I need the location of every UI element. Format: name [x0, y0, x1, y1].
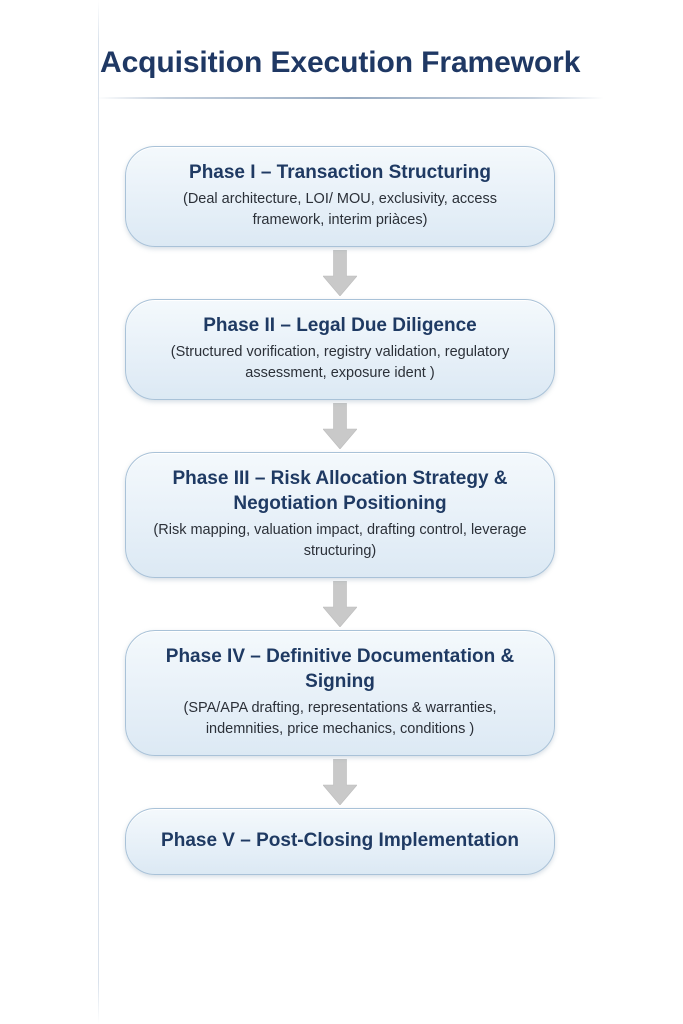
arrow-down-icon [323, 250, 357, 296]
margin-guide-line [98, 0, 99, 1024]
flow-node-phase-4[interactable]: Phase IV – Definitive Documentation & Si… [125, 630, 555, 756]
title-block: Acquisition Execution Framework [100, 44, 600, 82]
flow-node-title: Phase II – Legal Due Diligence [203, 315, 477, 336]
flow-connector-2 [125, 400, 555, 452]
title-divider-rule [96, 97, 604, 99]
flow-connector-1 [125, 247, 555, 299]
flow-node-phase-1[interactable]: Phase I – Transaction Structuring (Deal … [125, 146, 555, 247]
flow-node-subtitle: (Deal architecture, LOI/ MOU, exclusivit… [183, 191, 497, 228]
flow-node-phase-3[interactable]: Phase III – Risk Allocation Strategy & N… [125, 452, 555, 578]
arrow-down-icon [323, 581, 357, 627]
flow-node-title: Phase III – Risk Allocation Strategy & N… [172, 468, 508, 514]
flow-node-title: Phase I – Transaction Structuring [189, 162, 491, 183]
flow-connector-3 [125, 578, 555, 630]
process-flow-diagram: Phase I – Transaction Structuring (Deal … [125, 146, 555, 875]
flow-node-subtitle: (Risk mapping, valuation impact, draftin… [153, 522, 527, 559]
arrow-down-icon [323, 403, 357, 449]
flow-node-title: Phase V – Post-Closing Implementation [161, 830, 519, 851]
flow-node-phase-5[interactable]: Phase V – Post-Closing Implementation [125, 808, 555, 875]
arrow-down-icon [323, 759, 357, 805]
flow-node-subtitle: (Structured vorification, registry valid… [170, 344, 510, 381]
flow-connector-4 [125, 756, 555, 808]
flow-node-title: Phase IV – Definitive Documentation & Si… [165, 646, 515, 692]
flow-node-subtitle: (SPA/APA drafting, representations & war… [183, 700, 497, 737]
page-title: Acquisition Execution Framework [100, 46, 581, 79]
flow-node-phase-2[interactable]: Phase II – Legal Due Diligence (Structur… [125, 299, 555, 400]
